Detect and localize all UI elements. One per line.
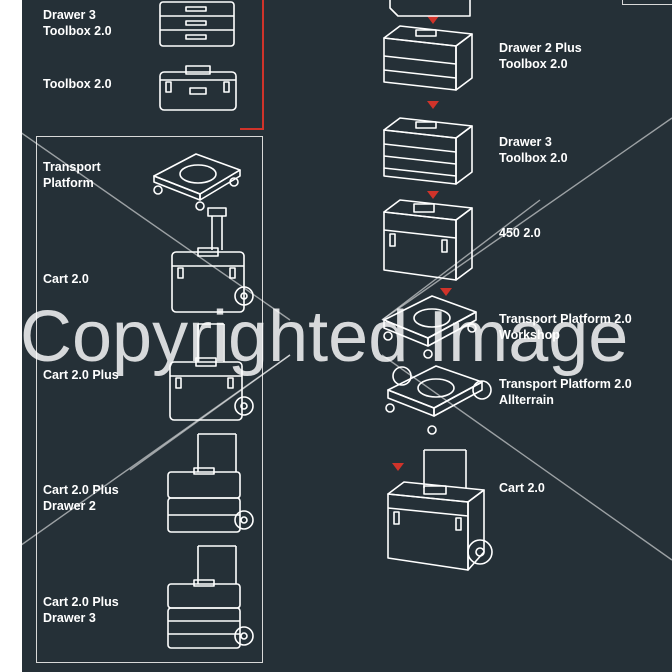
label-cart-plus-drawer2: Cart 2.0 Plus Drawer 2 [43, 483, 119, 513]
transport-platform-drawing [153, 153, 241, 211]
label-transport-platform: Transport Platform [43, 160, 101, 190]
drawer3-toolbox-right-drawing [383, 117, 473, 185]
stack-marker [427, 101, 439, 109]
label-cart-right: Cart 2.0 [499, 481, 545, 495]
label-drawer2plus-toolbox: Drawer 2 Plus Toolbox 2.0 [499, 41, 582, 71]
platform-workshop-drawing [383, 295, 477, 359]
cart-plus-drawing [169, 323, 254, 421]
stack-marker [392, 463, 404, 471]
label-cart-plus: Cart 2.0 Plus [43, 368, 119, 382]
label-platform-workshop: Transport Platform 2.0 Workshop [499, 312, 632, 342]
case-450-drawing [383, 199, 473, 281]
top-stack-drawing [389, 0, 471, 17]
toolbox-group-bracket [240, 0, 264, 130]
label-platform-allterrain: Transport Platform 2.0 Allterrain [499, 377, 632, 407]
toolbox-drawing [159, 65, 237, 111]
label-450: 450 2.0 [499, 226, 541, 240]
cart-right-drawing [387, 449, 493, 571]
cart-plus-drawer3-drawing [167, 545, 254, 649]
cart-group-frame [36, 136, 263, 663]
stack-marker [427, 191, 439, 199]
drawer3-toolbox-drawing [159, 1, 235, 47]
catalog-panel [22, 0, 672, 672]
stack-marker [440, 288, 452, 296]
label-drawer3-toolbox-right: Drawer 3 Toolbox 2.0 [499, 135, 568, 165]
label-toolbox: Toolbox 2.0 [43, 77, 112, 91]
drawer2plus-toolbox-drawing [383, 25, 473, 91]
cart-plus-drawer2-drawing [167, 433, 254, 533]
stack-marker [427, 16, 439, 24]
platform-allterrain-drawing [385, 365, 492, 435]
corner-frame [622, 0, 672, 5]
label-cart: Cart 2.0 [43, 272, 89, 286]
label-drawer3-toolbox: Drawer 3 Toolbox 2.0 [43, 8, 112, 38]
cart-drawing [171, 207, 254, 313]
label-cart-plus-drawer3: Cart 2.0 Plus Drawer 3 [43, 595, 119, 625]
